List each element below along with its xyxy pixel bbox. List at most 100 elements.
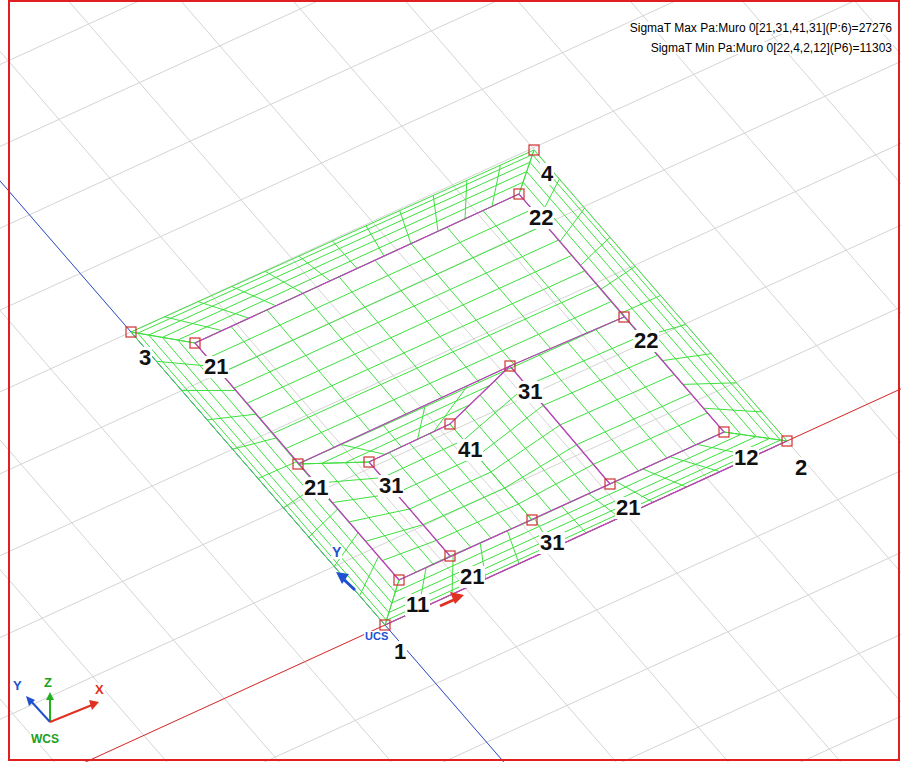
mesh-line	[543, 355, 657, 405]
grid-line	[0, 709, 901, 762]
grid-line	[0, 0, 758, 762]
mesh-line	[131, 150, 534, 332]
stress-readout: SigmaT Max Pa:Muro 0[21,31,41,31](P:6)=2…	[629, 22, 893, 34]
grid-line	[0, 0, 436, 762]
point-label: 1	[393, 641, 407, 663]
grid-line	[0, 241, 901, 762]
axis-icons	[9, 1, 899, 760]
mesh-line	[383, 440, 464, 478]
mesh-line	[208, 209, 532, 358]
node-marker	[527, 515, 537, 525]
grid-line	[0, 0, 901, 541]
mesh-line	[418, 405, 426, 439]
mesh-line	[523, 182, 741, 434]
node-marker	[529, 145, 539, 155]
mesh-line	[221, 225, 546, 374]
grid-line	[0, 0, 901, 716]
node-marker	[605, 479, 615, 489]
grid-line	[0, 0, 901, 658]
mesh-line	[345, 463, 433, 564]
node-marker	[619, 312, 629, 322]
mesh-line	[505, 445, 577, 488]
grid-line	[173, 0, 901, 762]
grid-line	[0, 0, 838, 762]
node-marker	[445, 551, 455, 561]
node-marker	[364, 457, 374, 467]
point-label: 12	[733, 447, 759, 469]
boundary-line	[369, 462, 450, 556]
point-label: 41	[457, 439, 483, 461]
mesh-line	[577, 394, 691, 445]
grid-line	[0, 5, 195, 762]
point-label: 21	[203, 356, 229, 378]
grid-line	[0, 0, 517, 762]
mesh-line	[365, 525, 423, 542]
mesh-line	[527, 336, 641, 386]
mesh-line	[178, 340, 395, 592]
mesh-line	[510, 366, 610, 484]
grid-line	[0, 651, 901, 762]
mesh-line	[138, 333, 387, 620]
mesh-line	[434, 386, 468, 432]
node-marker	[126, 327, 136, 337]
grid-line	[0, 0, 677, 762]
grid-line	[0, 0, 275, 762]
mesh-line	[131, 332, 385, 625]
grid-line	[414, 0, 901, 762]
mesh-line	[298, 462, 369, 464]
stress-readout: SigmaT Min Pa:Muro 0[22,4,2,12](P6)=1130…	[650, 42, 893, 54]
mesh-line	[532, 155, 780, 440]
axis-label: Z	[43, 676, 53, 689]
mesh-line	[162, 172, 526, 338]
finite-element-mesh	[131, 150, 787, 625]
node-marker	[293, 459, 303, 469]
point-label: 11	[405, 594, 430, 616]
mesh-line	[149, 162, 530, 335]
mesh-line	[510, 366, 610, 484]
mesh-line	[385, 441, 787, 625]
grid-line	[0, 123, 901, 762]
boundary-line	[510, 366, 610, 484]
axis-label: UCS	[364, 631, 389, 642]
node-marker	[719, 427, 729, 437]
mesh-line	[396, 456, 477, 493]
node-marker	[380, 620, 390, 630]
axis-label: WCS	[30, 733, 60, 745]
node-marker	[514, 189, 524, 199]
grid-line	[0, 416, 901, 762]
mesh-line	[247, 256, 572, 404]
wcs-z-head	[46, 692, 54, 700]
grid-line	[0, 6, 901, 762]
point-label: 21	[459, 566, 485, 588]
mesh-line	[162, 337, 392, 603]
grid-line	[655, 0, 901, 762]
grid-line	[12, 0, 901, 762]
point-label: 21	[303, 477, 329, 499]
node-marker	[190, 338, 200, 348]
mesh-line	[437, 504, 519, 540]
grid-line	[0, 475, 901, 762]
point-label: 4	[540, 163, 554, 185]
wcs-x-axis	[50, 705, 92, 722]
mesh-line	[593, 413, 707, 465]
mesh-line	[389, 439, 770, 613]
mesh-line	[395, 434, 741, 592]
